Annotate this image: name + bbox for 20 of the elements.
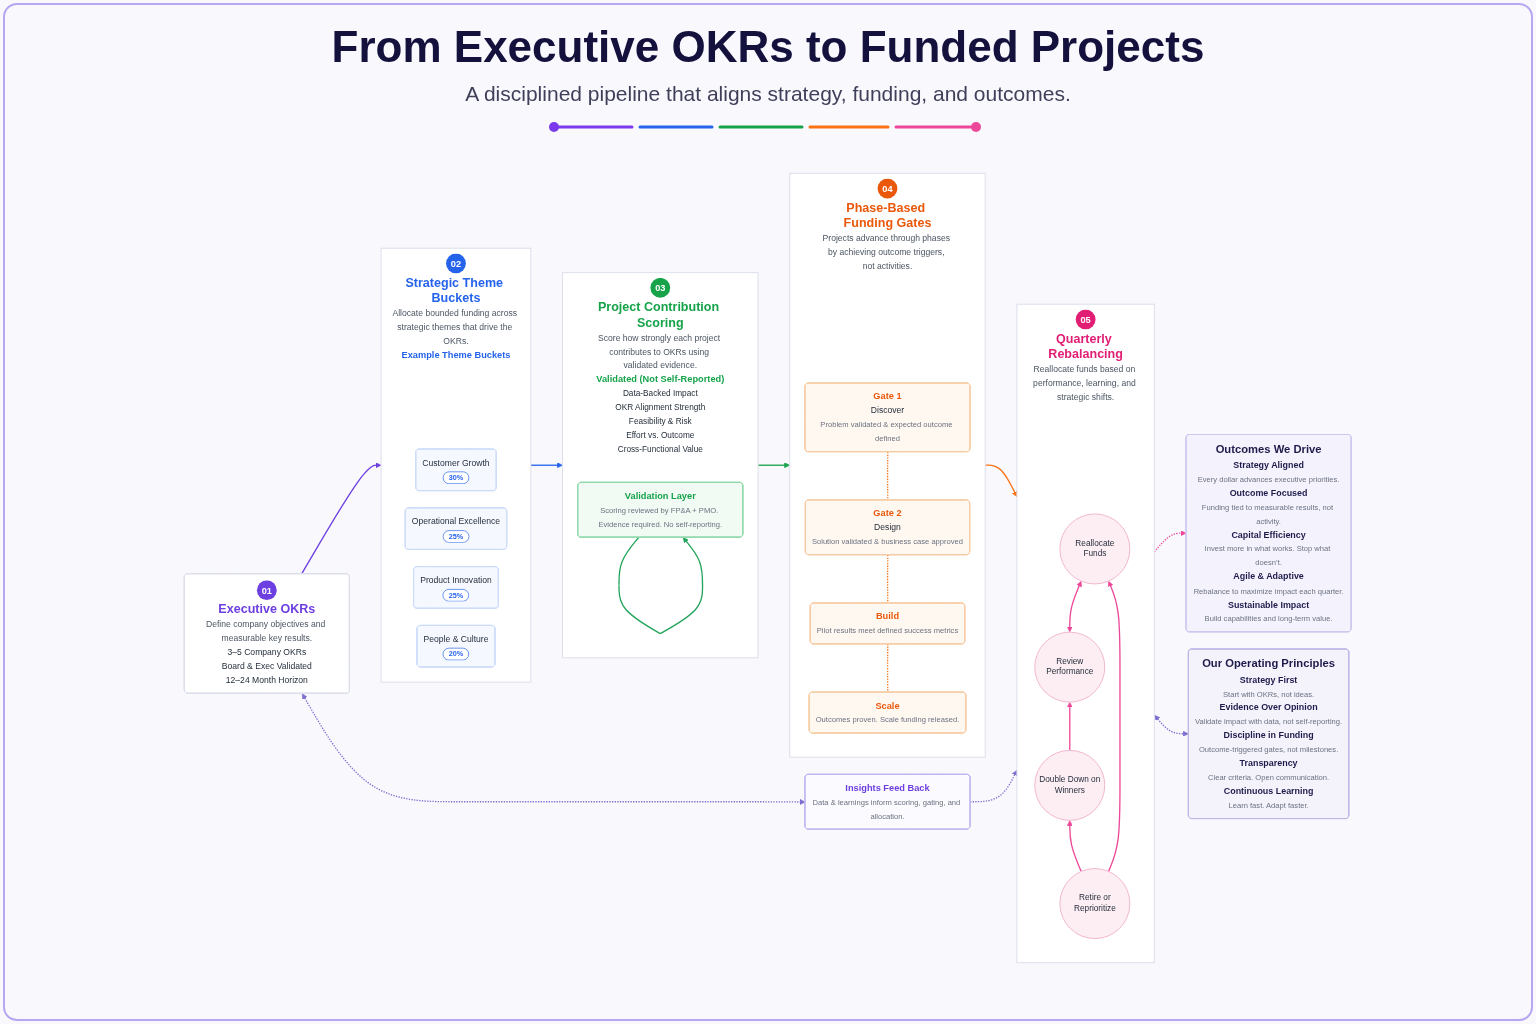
arrow bbox=[301, 462, 382, 575]
connector bbox=[887, 451, 889, 501]
arrow bbox=[1108, 580, 1121, 873]
arrow bbox=[1067, 701, 1073, 752]
node-circle: Retire or Reprioritize bbox=[1059, 868, 1131, 940]
node-circle: Review Performance bbox=[1034, 631, 1106, 703]
subtitle: A disciplined pipeline that aligns strategy, funding, and outcomes. bbox=[465, 81, 1071, 107]
arrow bbox=[984, 464, 1018, 498]
arrow bbox=[757, 462, 791, 469]
arrow bbox=[302, 693, 806, 805]
arrow bbox=[1067, 820, 1083, 873]
arrow bbox=[618, 536, 704, 635]
node-circle: Double Down on Winners bbox=[1034, 749, 1106, 821]
arrow bbox=[1153, 530, 1187, 553]
arrow bbox=[1067, 580, 1083, 633]
title: From Executive OKRs to Funded Projects bbox=[331, 21, 1205, 73]
node-circle: Reallocate Funds bbox=[1059, 513, 1131, 585]
arrow bbox=[530, 462, 564, 469]
arrow bbox=[1154, 714, 1189, 737]
connector bbox=[887, 554, 889, 604]
